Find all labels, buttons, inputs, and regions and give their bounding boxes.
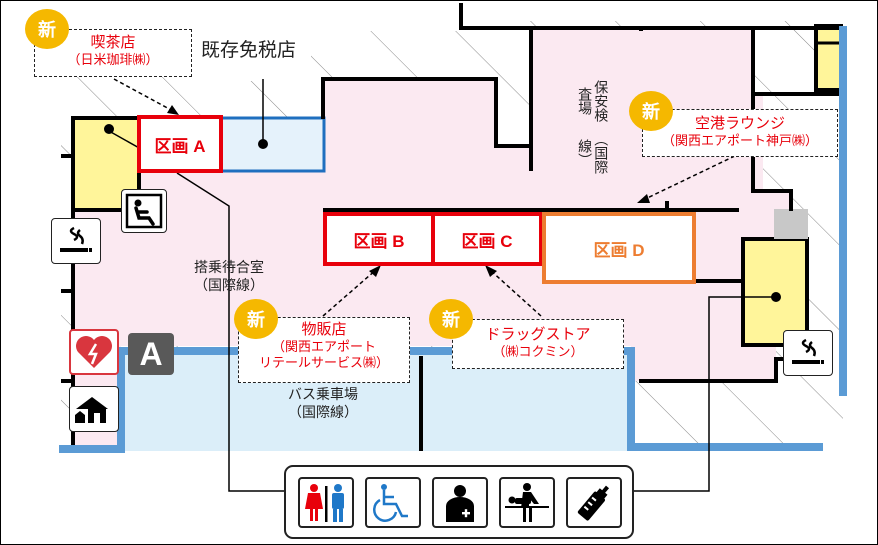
cafe-title: 喫茶店 <box>90 34 136 51</box>
zone-d-label: 区画 D <box>593 240 645 260</box>
zone-a[interactable]: 区画 A <box>137 115 223 173</box>
diaper-changing-icon[interactable] <box>499 477 555 528</box>
bus-boarding-label: バス乗車場 （国際線） <box>263 386 383 421</box>
shop-title: 物販店 <box>301 321 347 338</box>
zone-b[interactable]: 区画 B <box>323 212 435 266</box>
new-badge-drugstore: 新 <box>429 299 473 339</box>
smoking-area-icon-east[interactable] <box>783 330 833 376</box>
gate-a-label: A <box>139 335 163 372</box>
waiting-room-subtitle: （国際線） <box>194 276 264 293</box>
restroom-icon[interactable] <box>298 477 354 528</box>
security-subtitle: （国際線） <box>577 132 610 174</box>
zone-c[interactable]: 区画 C <box>431 212 543 266</box>
lounge-company: （関西エアポート神戸㈱） <box>661 133 818 148</box>
lounge-seat-icon[interactable] <box>121 189 167 233</box>
lounge-title: 空港ラウンジ <box>694 115 785 132</box>
zone-d[interactable]: 区画 D <box>542 212 696 284</box>
lounge-callout[interactable]: 空港ラウンジ （関西エアポート神戸㈱） <box>642 109 838 157</box>
shop-company-line1: （関西エアポート <box>271 339 376 354</box>
accessible-icon[interactable] <box>365 477 421 528</box>
smoking-area-icon[interactable] <box>51 218 101 264</box>
shop-icon[interactable] <box>69 386 119 432</box>
zone-a-label: 区画 A <box>154 136 206 156</box>
drugstore-title: ドラッグストア <box>485 326 591 343</box>
security-title: 保安検査場 <box>577 80 610 122</box>
drugstore-callout[interactable]: ドラッグストア （㈱コクミン） <box>452 319 624 369</box>
bus-boarding-subtitle: （国際線） <box>288 403 358 420</box>
gate-a-icon[interactable]: A <box>128 333 174 375</box>
aed-icon[interactable] <box>69 329 119 375</box>
nursing-bottle-icon[interactable] <box>566 477 622 528</box>
cafe-company: （日米珈琲㈱） <box>67 52 159 67</box>
new-badge-lounge: 新 <box>629 91 673 131</box>
new-badge-cafe: 新 <box>25 9 69 49</box>
new-badge-shop: 新 <box>234 299 278 339</box>
drugstore-company: （㈱コクミン） <box>492 344 584 359</box>
facilities-legend <box>284 465 634 539</box>
waiting-room-title: 搭乗待合室 <box>194 259 264 275</box>
bus-boarding-title: バス乗車場 <box>288 386 358 402</box>
shop-company-line2: リテールサービス㈱） <box>258 354 389 370</box>
duty-free-label: 既存免税店 <box>201 40 297 61</box>
security-checkpoint-label: 保安検査場 （国際線） <box>577 77 609 177</box>
first-aid-room-icon[interactable] <box>432 477 488 528</box>
zone-c-label: 区画 C <box>461 231 513 251</box>
zone-b-label: 区画 B <box>353 231 405 251</box>
waiting-room-label: 搭乗待合室 （国際線） <box>169 259 289 294</box>
